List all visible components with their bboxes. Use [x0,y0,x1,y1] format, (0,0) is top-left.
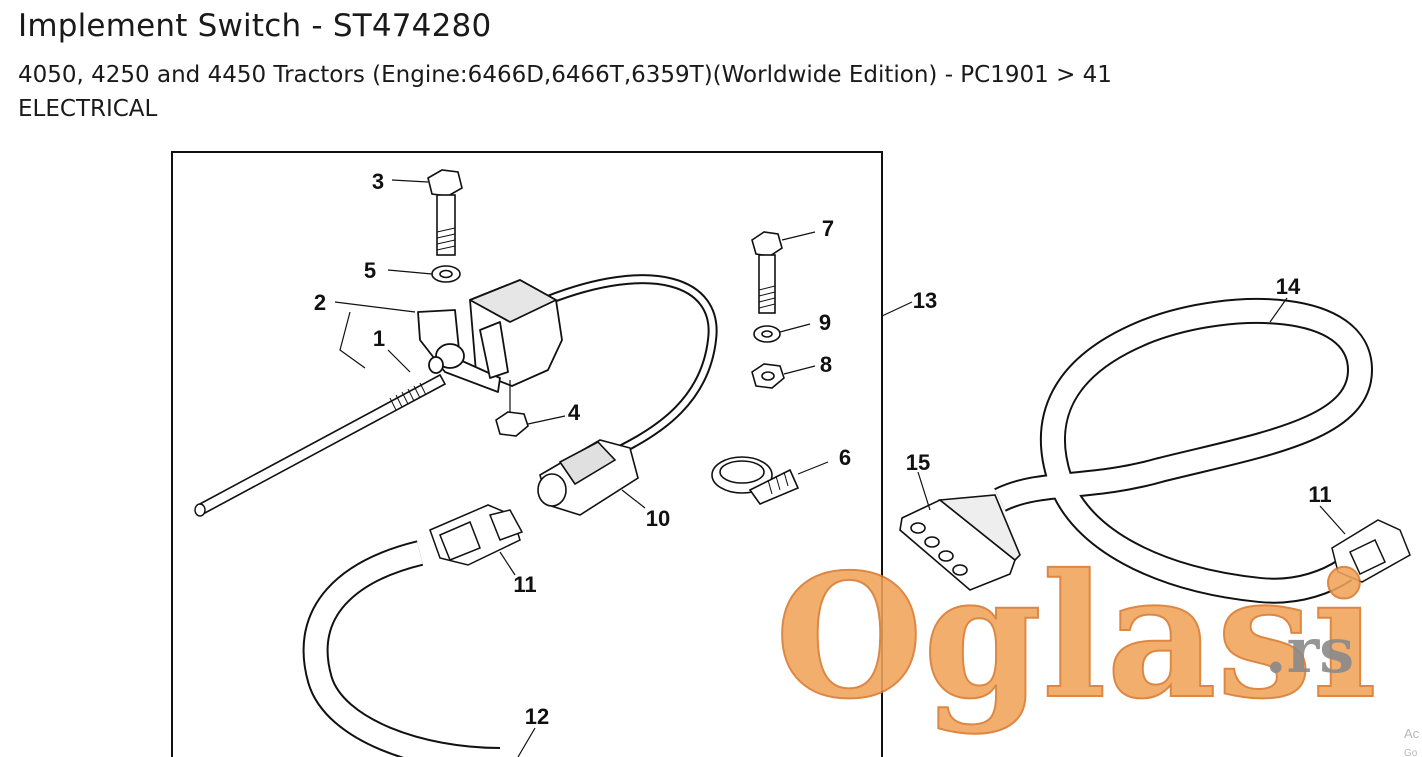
callout-8: 8 [820,352,832,377]
part-switch-harness [546,274,718,455]
callout-7: 7 [822,216,834,241]
part-bolt-3 [427,169,463,256]
subtitle-line-category: ELECTRICAL [18,96,158,122]
subtitle-line-models: 4050, 4250 and 4450 Tractors (Engine:646… [18,62,1112,88]
callout-2: 2 [314,290,326,315]
part-cable-12 [302,540,501,757]
page-title: Implement Switch - ST474280 [18,8,492,44]
part-cable-14 [994,297,1374,604]
callout-11-left: 11 [513,572,536,597]
corner-fragment-1: Ac [1404,726,1420,741]
callout-3: 3 [372,169,384,194]
part-terminal-11a [429,504,524,566]
callout-leaders [334,179,1346,757]
corner-fragment-2: Go [1404,748,1418,757]
part-switch-body-2 [417,279,563,393]
part-connector-15 [899,494,1021,591]
part-bolt-7 [751,231,783,314]
leader-13 [881,301,913,317]
page-subtitle: 4050, 4250 and 4450 Tractors (Engine:646… [18,58,1112,126]
part-clamp-6 [711,456,800,505]
diagram-frame [171,151,883,757]
callout-9: 9 [819,310,831,335]
part-rod-1 [194,373,447,517]
callout-5: 5 [364,258,376,283]
callout-12: 12 [525,704,549,729]
callout-15: 15 [906,450,930,475]
callout-6: 6 [839,445,851,470]
callout-14: 14 [1276,274,1301,299]
watermark-suffix: .rs [1265,614,1354,687]
part-connector-10 [537,439,639,516]
callout-11-right: 11 [1308,482,1331,507]
callout-4: 4 [568,400,581,425]
watermark-logo: Oglasi .rs [774,536,1378,738]
callout-10: 10 [646,506,670,531]
part-terminal-11b [1331,519,1411,583]
part-nut-4 [495,380,529,437]
callout-1: 1 [373,326,385,351]
watermark-text: Oglasi [775,537,1377,737]
part-washer-5 [431,265,461,283]
part-washer-9 [753,325,781,343]
part-nut-8 [751,363,785,389]
callout-13: 13 [913,288,937,313]
